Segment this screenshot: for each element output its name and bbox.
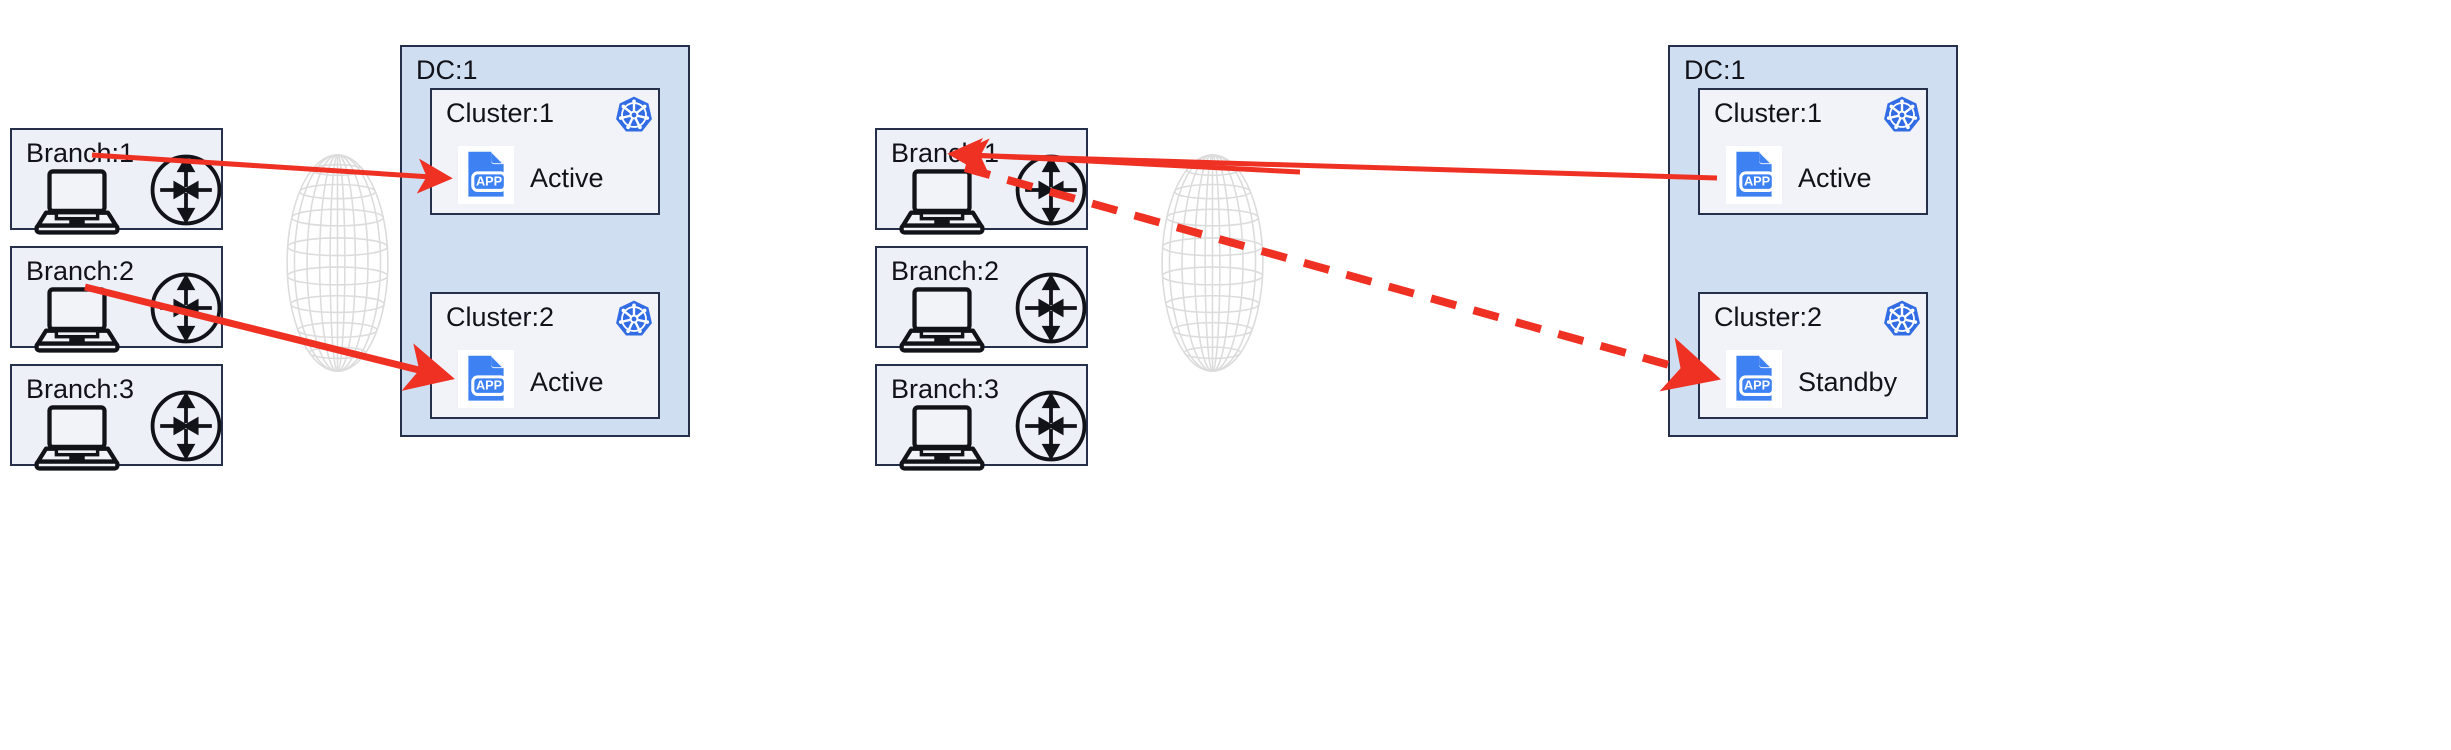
kubernetes-icon	[614, 95, 654, 135]
state-label: Active	[530, 367, 604, 397]
svg-text:APP: APP	[1744, 378, 1771, 393]
router-icon	[1013, 388, 1089, 464]
datacenter-label: DC:1	[416, 55, 478, 85]
datacenter-label: DC:1	[1684, 55, 1746, 85]
svg-text:APP: APP	[476, 174, 503, 189]
laptop-icon	[34, 404, 120, 471]
state-label: Active	[530, 163, 604, 193]
router-icon	[1013, 270, 1089, 346]
router-icon	[1013, 152, 1089, 228]
app-file-icon: APP	[1732, 354, 1776, 402]
app-icon-tile: APP	[1726, 146, 1782, 204]
svg-text:APP: APP	[476, 378, 503, 393]
app-file-icon: APP	[1732, 150, 1776, 198]
globe-icon	[1160, 118, 1265, 408]
svg-text:APP: APP	[1744, 174, 1771, 189]
app-file-icon: APP	[464, 150, 508, 198]
cluster-label: Cluster:1	[1714, 98, 1823, 128]
laptop-icon	[899, 168, 985, 235]
laptop-icon	[34, 168, 120, 235]
cluster-label: Cluster:2	[446, 302, 555, 332]
state-label: Standby	[1798, 367, 1898, 397]
branch-box-2[interactable]: Branch:2	[875, 246, 1089, 353]
branch-box-3[interactable]: Branch:3	[875, 364, 1089, 471]
app-icon-tile: APP	[1726, 350, 1782, 408]
state-label: Active	[1798, 163, 1872, 193]
app-icon-tile: APP	[458, 146, 514, 204]
branch-label: Branch:1	[891, 138, 1000, 168]
branch-box-1[interactable]: Branch:1	[875, 128, 1089, 235]
laptop-icon	[899, 404, 985, 471]
app-file-icon: APP	[464, 354, 508, 402]
kubernetes-icon	[1882, 299, 1922, 339]
cluster-label: Cluster:2	[1714, 302, 1823, 332]
branch-label: Branch:2	[26, 256, 135, 286]
kubernetes-icon	[1882, 95, 1922, 135]
router-icon	[148, 388, 224, 464]
kubernetes-icon	[614, 299, 654, 339]
branch-label: Branch:2	[891, 256, 1000, 286]
laptop-icon	[899, 286, 985, 353]
app-icon-tile: APP	[458, 350, 514, 408]
cluster-label: Cluster:1	[446, 98, 555, 128]
branch-label: Branch:3	[891, 374, 1000, 404]
